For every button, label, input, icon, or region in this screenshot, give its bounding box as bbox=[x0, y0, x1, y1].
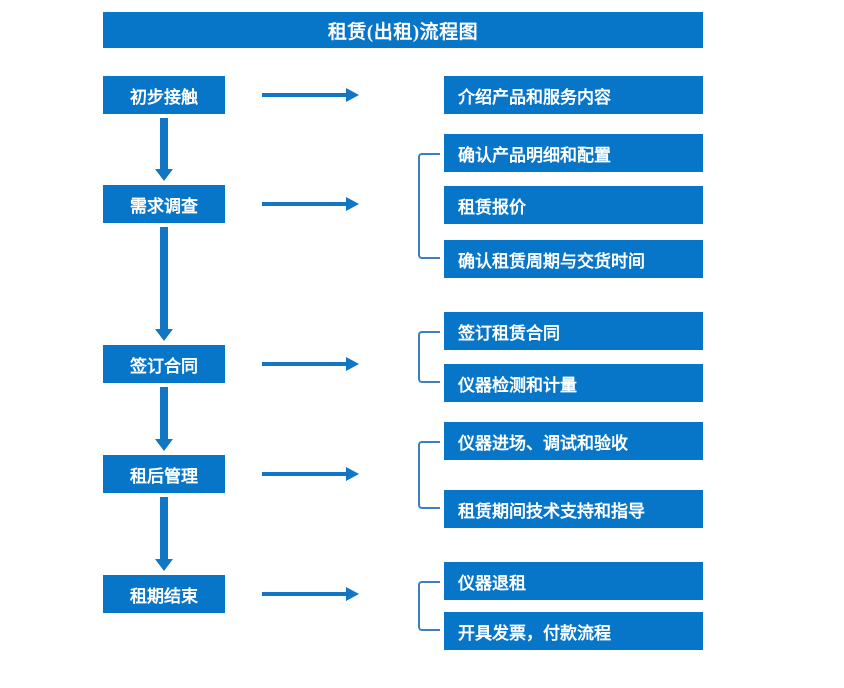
page-title: 租赁(出租)流程图 bbox=[103, 12, 703, 48]
detail-node-7[interactable]: 仪器进场、调试和验收 bbox=[444, 422, 703, 460]
down-arrow-icon-1 bbox=[155, 118, 173, 181]
right-arrow-icon-4 bbox=[262, 467, 359, 481]
detail-node-1[interactable]: 介绍产品和服务内容 bbox=[444, 76, 703, 114]
detail-node-6-label: 仪器检测和计量 bbox=[458, 375, 577, 395]
detail-node-6[interactable]: 仪器检测和计量 bbox=[444, 364, 703, 402]
stage-node-5[interactable]: 租期结束 bbox=[103, 575, 225, 613]
detail-node-3[interactable]: 租赁报价 bbox=[444, 186, 703, 224]
detail-node-10-label: 开具发票，付款流程 bbox=[458, 623, 611, 643]
stage-node-3-label: 签订合同 bbox=[130, 356, 198, 376]
group-bracket-3 bbox=[418, 441, 440, 509]
detail-node-5-label: 签订租赁合同 bbox=[458, 323, 560, 343]
down-arrow-icon-2 bbox=[155, 227, 173, 341]
group-bracket-4 bbox=[418, 581, 440, 631]
stage-node-4-label: 租后管理 bbox=[130, 466, 198, 486]
right-arrow-icon-2 bbox=[262, 197, 359, 211]
detail-node-1-label: 介绍产品和服务内容 bbox=[458, 87, 611, 107]
detail-node-9[interactable]: 仪器退租 bbox=[444, 562, 703, 600]
detail-node-2[interactable]: 确认产品明细和配置 bbox=[444, 134, 703, 172]
stage-node-2-label: 需求调查 bbox=[130, 196, 198, 216]
detail-node-9-label: 仪器退租 bbox=[458, 573, 526, 593]
stage-node-5-label: 租期结束 bbox=[130, 586, 198, 606]
down-arrow-icon-4 bbox=[155, 497, 173, 571]
group-bracket-1 bbox=[418, 153, 440, 259]
stage-node-1-label: 初步接触 bbox=[130, 87, 198, 107]
right-arrow-icon-5 bbox=[262, 587, 359, 601]
detail-node-8-label: 租赁期间技术支持和指导 bbox=[458, 501, 645, 521]
down-arrow-icon-3 bbox=[155, 387, 173, 451]
right-arrow-icon-1 bbox=[262, 88, 359, 102]
stage-node-2[interactable]: 需求调查 bbox=[103, 185, 225, 223]
detail-node-5[interactable]: 签订租赁合同 bbox=[444, 312, 703, 350]
detail-node-7-label: 仪器进场、调试和验收 bbox=[458, 433, 628, 453]
stage-node-4[interactable]: 租后管理 bbox=[103, 455, 225, 493]
right-arrow-icon-3 bbox=[262, 357, 359, 371]
group-bracket-2 bbox=[418, 331, 440, 383]
detail-node-3-label: 租赁报价 bbox=[458, 197, 526, 217]
stage-node-1[interactable]: 初步接触 bbox=[103, 76, 225, 114]
detail-node-4[interactable]: 确认租赁周期与交货时间 bbox=[444, 240, 703, 278]
detail-node-10[interactable]: 开具发票，付款流程 bbox=[444, 612, 703, 650]
stage-node-3[interactable]: 签订合同 bbox=[103, 345, 225, 383]
detail-node-2-label: 确认产品明细和配置 bbox=[458, 145, 611, 165]
detail-node-8[interactable]: 租赁期间技术支持和指导 bbox=[444, 490, 703, 528]
detail-node-4-label: 确认租赁周期与交货时间 bbox=[458, 251, 645, 271]
